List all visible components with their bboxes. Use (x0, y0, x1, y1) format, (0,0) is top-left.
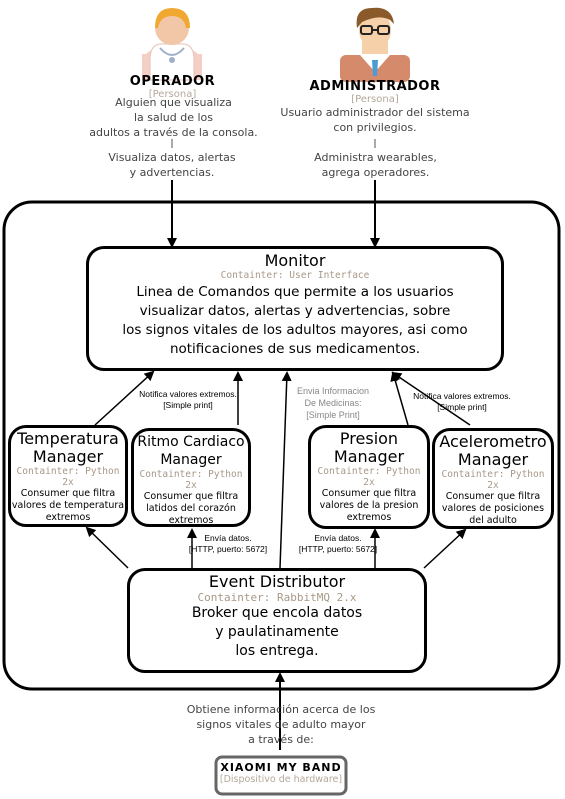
temperatura-manager-box: Temperatura Manager Containter: Python 2… (8, 425, 128, 527)
acelerometro-desc: Consumer que filtra valores de posicione… (441, 491, 545, 526)
envia-left-label: Envía datos. [HTTP, puerto: 5672] (188, 533, 268, 554)
ritmo-type: Containter: Python 2x (139, 469, 243, 491)
medicinas-label: Envia Informacion De Medicinas: [Simple … (296, 386, 370, 420)
admin-avatar-icon (340, 7, 410, 82)
admin-edge-label: Administra wearables, agrega operadores. (314, 151, 437, 179)
presion-manager-box: Presion Manager Containter: Python 2x Co… (308, 425, 430, 529)
temperatura-title: Temperatura Manager (17, 429, 119, 466)
notifica-right-label: Notifica valores extremos. [Simple print… (413, 391, 511, 412)
monitor-box: Monitor Containter: User Interface Linea… (86, 246, 504, 371)
arrow-presion-monitor (390, 371, 409, 426)
admin-name: ADMINISTRADOR (309, 79, 441, 94)
system-boundary (2, 200, 561, 691)
envia-right-label: Envía datos. [HTTP, puerto: 5672] (298, 533, 378, 554)
presion-desc: Consumer que filtra valores de la presio… (319, 488, 419, 523)
band-device: XIAOMI MY BAND [Dispositivo de hardware] (216, 761, 346, 785)
admin-desc: Usuario administrador del sistema con pr… (280, 106, 470, 134)
doctor-avatar-icon (142, 8, 202, 81)
arrow-temp-monitor (94, 370, 155, 426)
band-name: XIAOMI MY BAND (220, 761, 342, 774)
ritmo-title: Ritmo Cardiaco Manager (137, 434, 245, 468)
event-distributor-box: Event Distributor Containter: RabbitMQ 2… (127, 568, 427, 673)
operador-type: [Persona] (148, 89, 197, 100)
arrow-event-acel (423, 528, 467, 569)
arrow-acel-monitor (391, 371, 471, 426)
band-box (214, 755, 348, 796)
monitor-title: Monitor (264, 251, 326, 270)
temperatura-type: Containter: Python 2x (16, 466, 120, 488)
event-desc: Broker que encola datos y paulatinamente… (191, 605, 363, 659)
operador-desc: Alguien que visualiza la salud de los ad… (89, 96, 258, 139)
admin-type: [Persona] (351, 94, 399, 105)
notifica-left-label: Notifica valores extremos. [Simple print… (139, 389, 237, 410)
arrow-event-monitor (279, 371, 292, 569)
band-type: [Dispositivo de hardware] (219, 774, 343, 785)
ritmo-manager-box: Ritmo Cardiaco Manager Containter: Pytho… (131, 428, 251, 527)
admin-person: ADMINISTRADOR [Persona] (295, 79, 455, 105)
acelerometro-type: Containter: Python 2x (441, 469, 545, 491)
temperatura-desc: Consumer que filtra valores de temperatu… (11, 488, 125, 523)
monitor-type: Containter: User Interface (220, 270, 370, 281)
presion-type: Containter: Python 2x (317, 466, 421, 488)
arrow-event-temp (85, 526, 129, 569)
ritmo-desc: Consumer que filtra latidos del corazón … (143, 491, 239, 526)
presion-title: Presion Manager (333, 429, 405, 466)
operador-name: OPERADOR (129, 74, 216, 89)
monitor-desc: Linea de Comandos que permite a los usua… (122, 284, 468, 357)
acelerometro-manager-box: Acelerometro Manager Containter: Python … (432, 428, 554, 529)
event-title: Event Distributor (208, 572, 346, 591)
acelerometro-title: Acelerometro Manager (439, 432, 547, 469)
event-type: Containter: RabbitMQ 2.x (197, 591, 357, 604)
operador-person: OPERADOR [Persona] (100, 74, 245, 100)
operador-edge-label: Visualiza datos, alertas y advertencias. (108, 151, 236, 179)
obtiene-label: Obtiene información acerca de los signos… (186, 703, 376, 746)
